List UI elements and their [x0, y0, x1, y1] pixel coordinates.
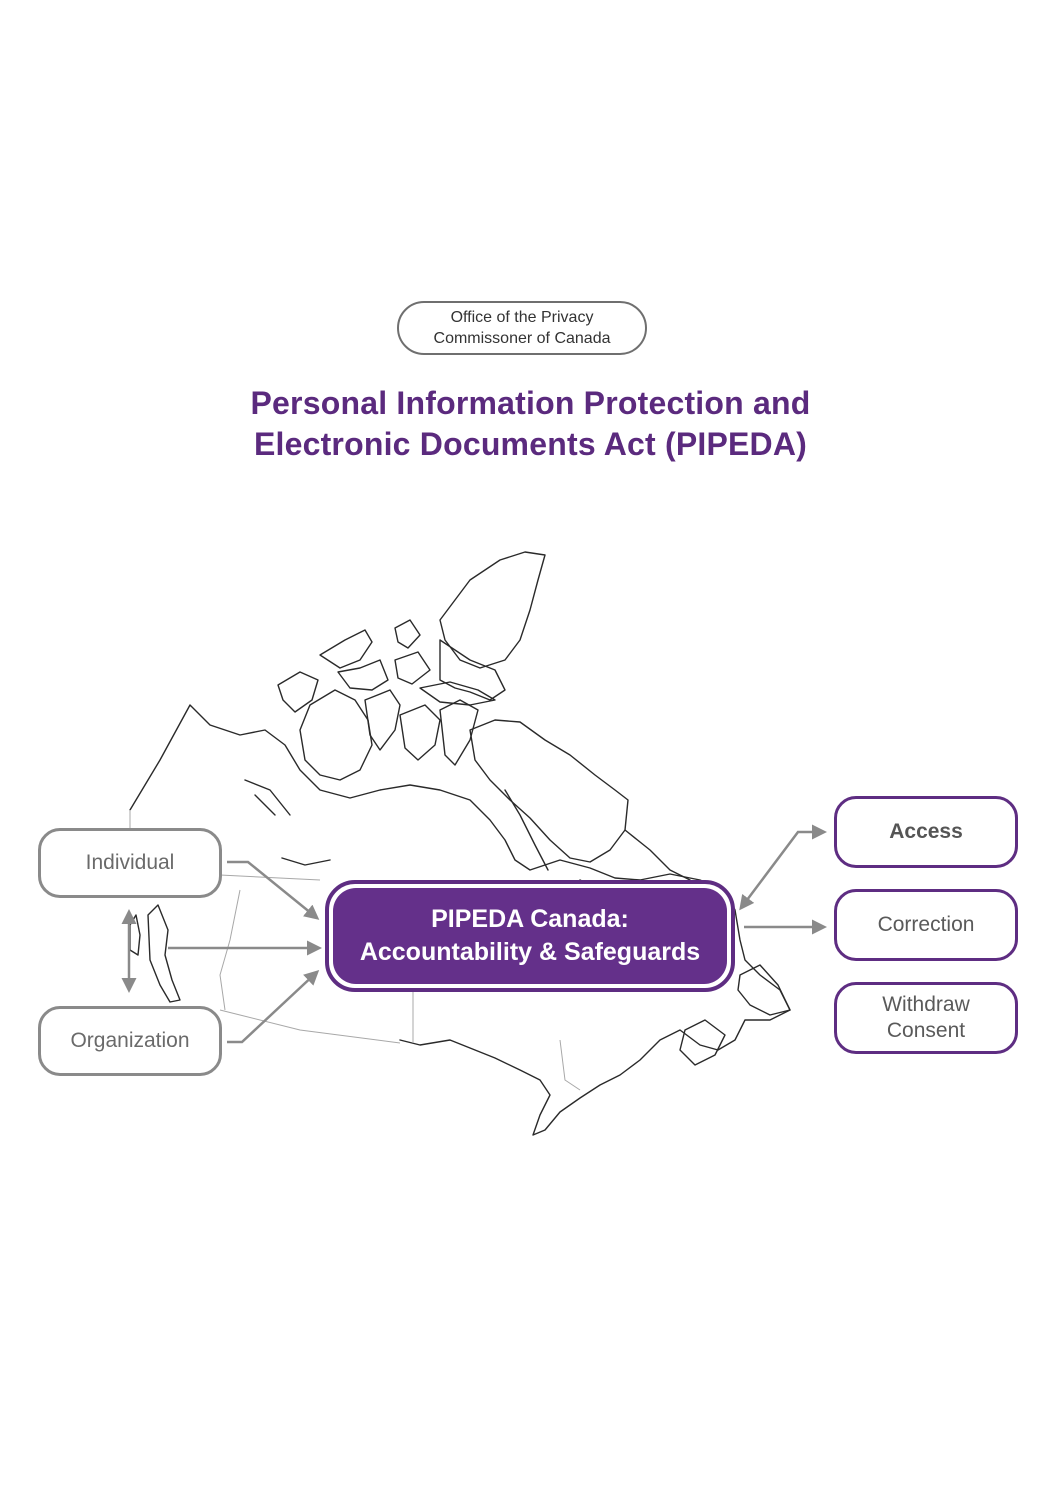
access-label: Access — [889, 820, 963, 843]
office-line-1: Office of the Privacy — [450, 309, 594, 326]
office-line-2: Commissoner of Canada — [433, 330, 611, 347]
withdraw-consent-line-1: Withdraw — [882, 993, 970, 1016]
central-line-1: PIPEDA Canada: — [431, 905, 629, 933]
organization-node: Organization — [38, 1006, 222, 1076]
individual-label: Individual — [85, 851, 175, 874]
page-title: Personal Information Protection and Elec… — [0, 383, 1061, 465]
central-node-fill: PIPEDA Canada: Accountability & Safeguar… — [333, 888, 727, 984]
correction-label: Correction — [877, 913, 975, 936]
central-line-2: Accountability & Safeguards — [359, 938, 701, 966]
individual-node: Individual — [38, 828, 222, 898]
organization-label: Organization — [70, 1029, 190, 1052]
access-node: Access — [834, 796, 1018, 868]
office-badge: Office of the Privacy Commissoner of Can… — [397, 301, 647, 355]
central-node: PIPEDA Canada: Accountability & Safeguar… — [325, 880, 735, 992]
title-line-2: Electronic Documents Act (PIPEDA) — [253, 426, 808, 462]
correction-node: Correction — [834, 889, 1018, 961]
withdraw-consent-node: Withdraw Consent — [834, 982, 1018, 1054]
withdraw-consent-line-2: Consent — [886, 1019, 966, 1042]
title-line-1: Personal Information Protection and — [250, 385, 811, 421]
